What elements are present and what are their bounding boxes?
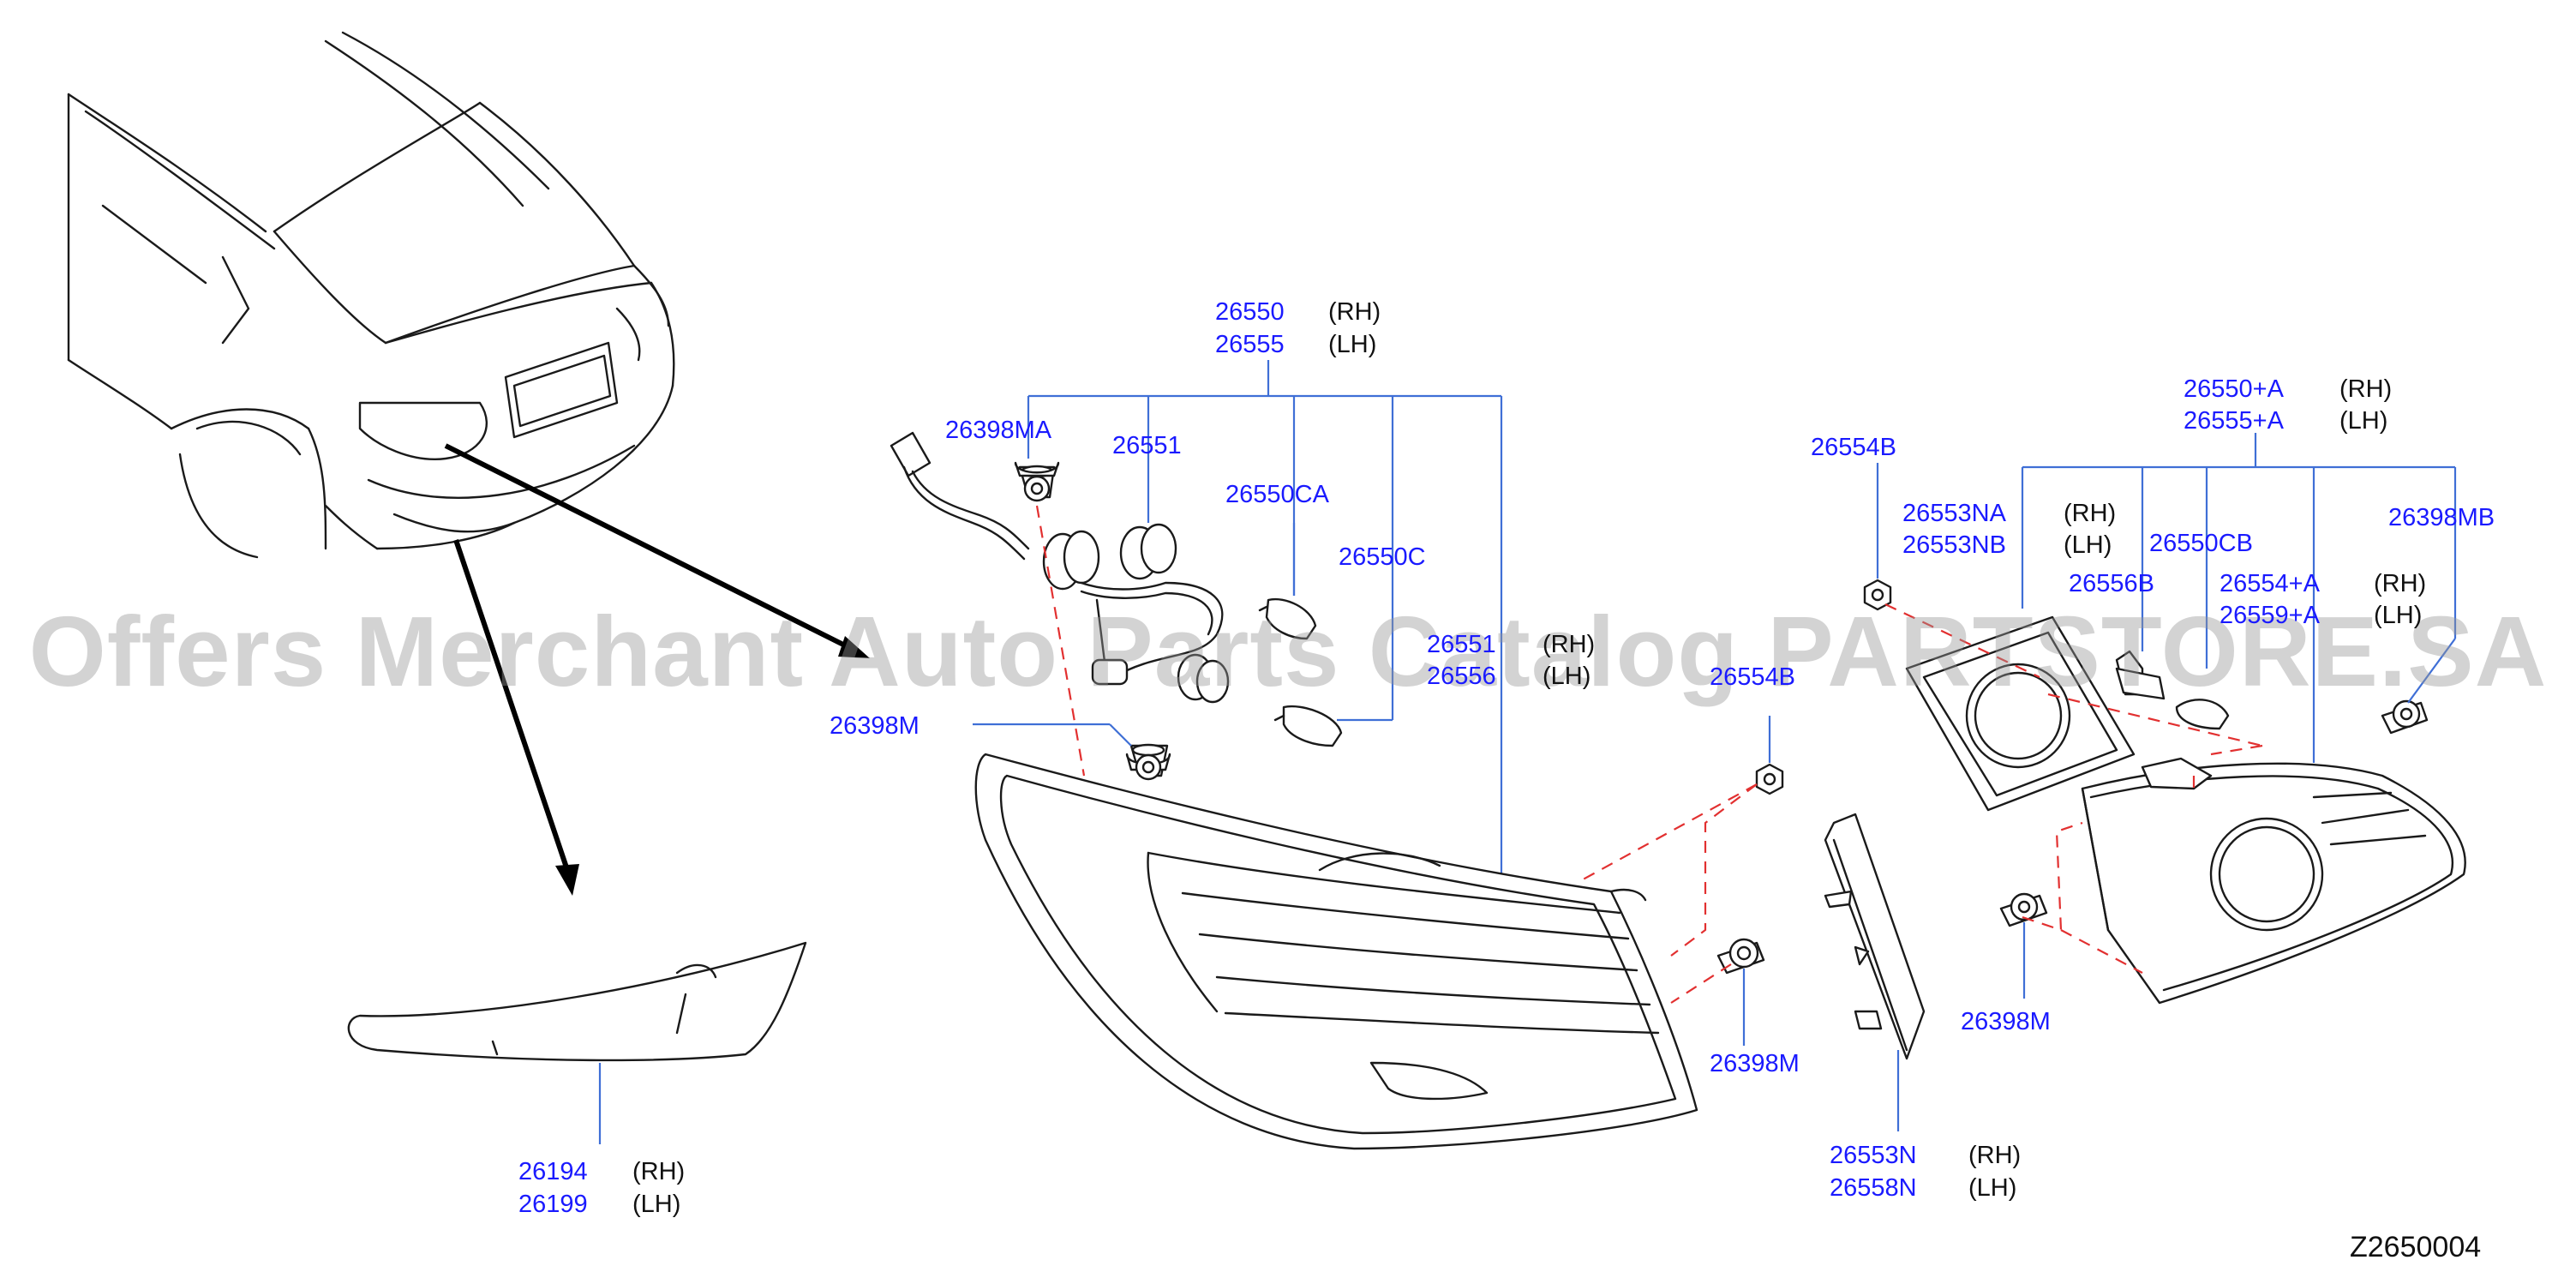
side-rh: (RH) xyxy=(632,1158,686,1185)
center-leader-lines xyxy=(973,360,1503,874)
part-26555A[interactable]: 26555+A xyxy=(2184,407,2284,435)
side-lh: (LH) xyxy=(2064,531,2112,559)
part-26556B[interactable]: 26556B xyxy=(2069,570,2154,597)
car-rear-illustration xyxy=(67,31,675,559)
part-26554B[interactable]: 26554B xyxy=(1710,663,1795,691)
center-dashed-guides xyxy=(1035,505,1758,1004)
part-26550[interactable]: 26550 xyxy=(1215,298,1285,326)
part-26398M[interactable]: 26398M xyxy=(1961,1008,2051,1035)
lamp-bracket-illustration xyxy=(1824,813,1926,1060)
side-rh: (RH) xyxy=(1968,1142,2022,1169)
part-26558N[interactable]: 26558N xyxy=(1830,1174,1917,1202)
part-26199[interactable]: 26199 xyxy=(518,1191,588,1218)
watermark: Offers Merchant Auto Parts Catalog PARTS… xyxy=(28,596,2548,707)
part-26398MA[interactable]: 26398MA xyxy=(945,417,1052,444)
part-26556[interactable]: 26556 xyxy=(1427,663,1496,690)
part-26551[interactable]: 26551 xyxy=(1112,432,1182,459)
side-lh: (LH) xyxy=(1968,1174,2017,1202)
part-26398M[interactable]: 26398M xyxy=(830,712,920,740)
part-26550CB[interactable]: 26550CB xyxy=(2149,530,2253,557)
part-26553N[interactable]: 26553N xyxy=(1830,1142,1917,1169)
side-rh: (RH) xyxy=(1328,298,1381,326)
part-26553NB[interactable]: 26553NB xyxy=(1902,531,2006,559)
part-26550CA[interactable]: 26550CA xyxy=(1225,481,1329,508)
part-26555[interactable]: 26555 xyxy=(1215,331,1285,358)
side-lh: (LH) xyxy=(2339,407,2388,435)
pointer-arrows xyxy=(444,443,870,896)
part-26551-rh[interactable]: 26551 xyxy=(1427,631,1496,658)
part-26554B[interactable]: 26554B xyxy=(1811,434,1896,461)
part-26398M[interactable]: 26398M xyxy=(1710,1050,1800,1077)
side-rh: (RH) xyxy=(2339,375,2393,403)
side-rh: (RH) xyxy=(2064,500,2117,527)
side-reflector-illustration xyxy=(347,941,807,1144)
part-26553NA[interactable]: 26553NA xyxy=(1902,500,2006,527)
grommet-parts xyxy=(1014,461,2429,975)
side-rh: (RH) xyxy=(1543,631,1596,658)
part-26550A[interactable]: 26550+A xyxy=(2184,375,2284,403)
inner-tail-lamp-illustration xyxy=(1905,615,2466,1005)
diagram-code: Z2650004 xyxy=(2350,1231,2482,1263)
part-26398MB[interactable]: 26398MB xyxy=(2388,504,2495,531)
outer-tail-lamp-illustration xyxy=(974,753,1698,1150)
right-dashed-guides xyxy=(1884,603,2263,974)
part-26554A[interactable]: 26554+A xyxy=(2220,570,2320,597)
part-26550C[interactable]: 26550C xyxy=(1339,543,1426,571)
side-lh: (LH) xyxy=(1543,663,1591,690)
part-26194[interactable]: 26194 xyxy=(518,1158,588,1185)
side-lh: (LH) xyxy=(632,1191,681,1218)
side-rh: (RH) xyxy=(2374,570,2427,597)
part-26559A[interactable]: 26559+A xyxy=(2220,602,2320,629)
side-lh: (LH) xyxy=(2374,602,2423,629)
side-lh: (LH) xyxy=(1328,331,1377,358)
right-leader-lines xyxy=(1742,433,2457,1046)
